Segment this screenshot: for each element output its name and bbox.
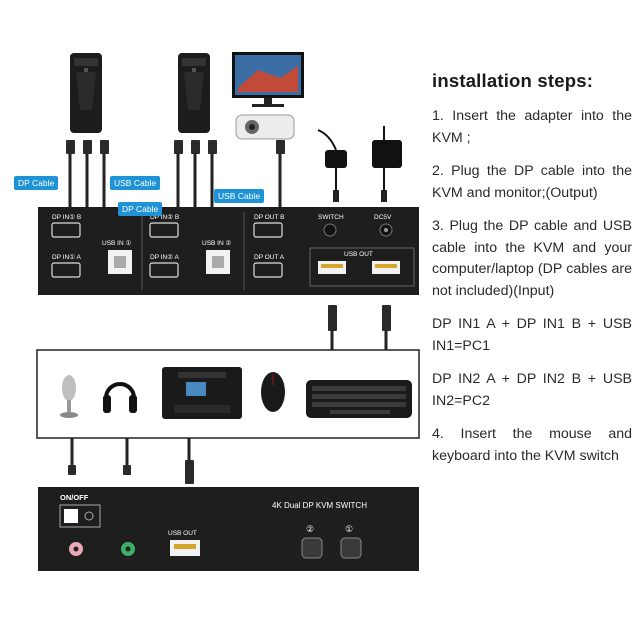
adapter-icon [317, 129, 347, 202]
label-usb-in2: USB IN ② [202, 239, 231, 247]
step-4: 4. Insert the mouse and keyboard into th… [432, 426, 632, 464]
front-btn2-label: ② [306, 524, 314, 534]
label-dp-in1-b: DP IN① B [52, 213, 81, 221]
usb-cable-badge: USB Cable [110, 176, 161, 190]
printer-icon [162, 367, 242, 419]
label-on-off: ON/OFF [60, 493, 89, 502]
pc-tower-icon [178, 53, 210, 133]
steps-heading: installation steps: [432, 70, 594, 91]
label-dp-out-a: DP OUT A [254, 254, 285, 261]
keyboard-icon [306, 380, 412, 418]
dp-cable-badge: DP Cable [118, 202, 163, 216]
label-usb-in1: USB IN ① [102, 239, 131, 247]
label-dp-in2-a: DP IN② A [150, 253, 179, 261]
headphones-icon [103, 382, 137, 413]
step-1: 1. Insert the adapter into the KVM ; [432, 108, 632, 146]
adapter-icon [372, 126, 402, 202]
installation-steps: installation steps: 1. Insert the adapte… [432, 70, 632, 479]
monitor-icon [232, 52, 304, 107]
pc-tower-icon [70, 53, 102, 133]
mouse-icon [261, 372, 285, 412]
microphone-icon [60, 375, 78, 418]
projector-icon [235, 114, 295, 140]
step-2: 2. Plug the DP cable into the KVM and mo… [432, 163, 632, 201]
front-btn1-label: ① [345, 524, 353, 534]
front-label-usb-out: USB OUT [168, 530, 197, 537]
label-dp-out-b: DP OUT B [254, 214, 284, 221]
label-dc5v: DC5V [374, 214, 392, 221]
step-3: 3. Plug the DP cable and USB cable into … [432, 218, 632, 299]
usb-cable-badge: USB Cable [214, 189, 265, 203]
kvm-front-panel: ON/OFF 4K Dual DP KVM SWITCH USB OUT ② ① [38, 487, 419, 571]
front-title: 4K Dual DP KVM SWITCH [272, 501, 367, 510]
label-dp-in2-b: DP IN② B [150, 213, 179, 221]
kvm-diagram: DP IN① B DP IN① A USB IN ① DP IN② B DP I… [36, 52, 420, 571]
pc1-formula: DP IN1 A + DP IN1 B + USB IN1=PC1 [432, 316, 632, 354]
label-dp-in1-a: DP IN① A [52, 253, 81, 261]
label-switch: SWITCH [318, 214, 344, 221]
dp-cable-badge: DP Cable [14, 176, 59, 190]
pc2-formula: DP IN2 A + DP IN2 B + USB IN2=PC2 [432, 371, 632, 409]
label-usb-out: USB OUT [344, 251, 373, 258]
kvm-rear-panel: DP IN① B DP IN① A USB IN ① DP IN② B DP I… [38, 207, 419, 295]
